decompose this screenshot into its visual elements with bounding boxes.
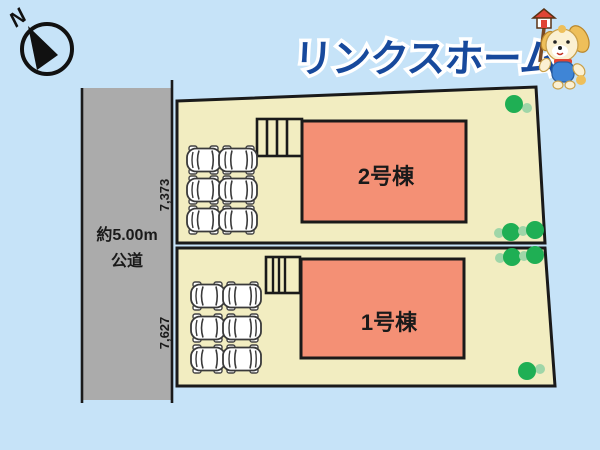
building-1-label: 1号棟 (361, 310, 418, 335)
company-logo: リンクスホーム (289, 35, 562, 85)
lot-2-parking (186, 145, 258, 235)
lot-2: 7,373 2号棟 (157, 85, 547, 245)
compass-needle-icon (28, 26, 58, 70)
shrub-icon (526, 246, 544, 264)
shrub-icon (518, 362, 536, 380)
road-surface (81, 88, 172, 400)
lot-2-entry-steps (255, 117, 304, 158)
mascot-eye (566, 40, 570, 44)
compass-rose: N (5, 4, 74, 76)
compass-circle (20, 22, 74, 76)
company-logo-text: リンクスホーム (293, 38, 559, 81)
parked-cars-row (190, 281, 262, 311)
lot-1-entry-steps (264, 255, 302, 295)
building-1 (299, 257, 466, 360)
shrub-icon (522, 103, 532, 113)
mascot-house-sign-icon (530, 8, 558, 29)
shrub-icon (526, 221, 544, 239)
parked-cars-row (190, 313, 262, 343)
lot-1-parking (190, 281, 262, 374)
parked-cars-row (186, 205, 258, 235)
shrub-icon (494, 228, 504, 238)
lot-2-shrubs (494, 95, 544, 241)
lot-1: 7,627 1号棟 (157, 246, 557, 388)
lot-1-depth-dimension: 7,627 (157, 317, 172, 350)
parked-cars-row (186, 145, 258, 175)
parked-cars-row (186, 175, 258, 205)
lot-2-depth-dimension: 7,373 (157, 179, 172, 212)
mascot-jacket (551, 61, 575, 83)
shrub-icon (503, 248, 521, 266)
shrub-icon (495, 253, 505, 263)
building-2 (300, 119, 468, 224)
road-type-label: 公道 (111, 251, 143, 270)
lot-1-shrubs (495, 246, 545, 380)
road: 約5.00m 公道 (80, 80, 174, 403)
shrub-icon (518, 226, 528, 236)
shrub-icon (535, 364, 545, 374)
shrub-icon (505, 95, 523, 113)
mascot-tail (576, 75, 586, 85)
parked-cars-row (190, 344, 262, 374)
shrub-icon (502, 223, 520, 241)
mascot-character (530, 8, 590, 90)
compass-north-label: N (5, 4, 32, 32)
road-width-label: 約5.00m (96, 225, 157, 244)
mascot-eye (553, 40, 557, 44)
building-2-label: 2号棟 (358, 164, 415, 189)
